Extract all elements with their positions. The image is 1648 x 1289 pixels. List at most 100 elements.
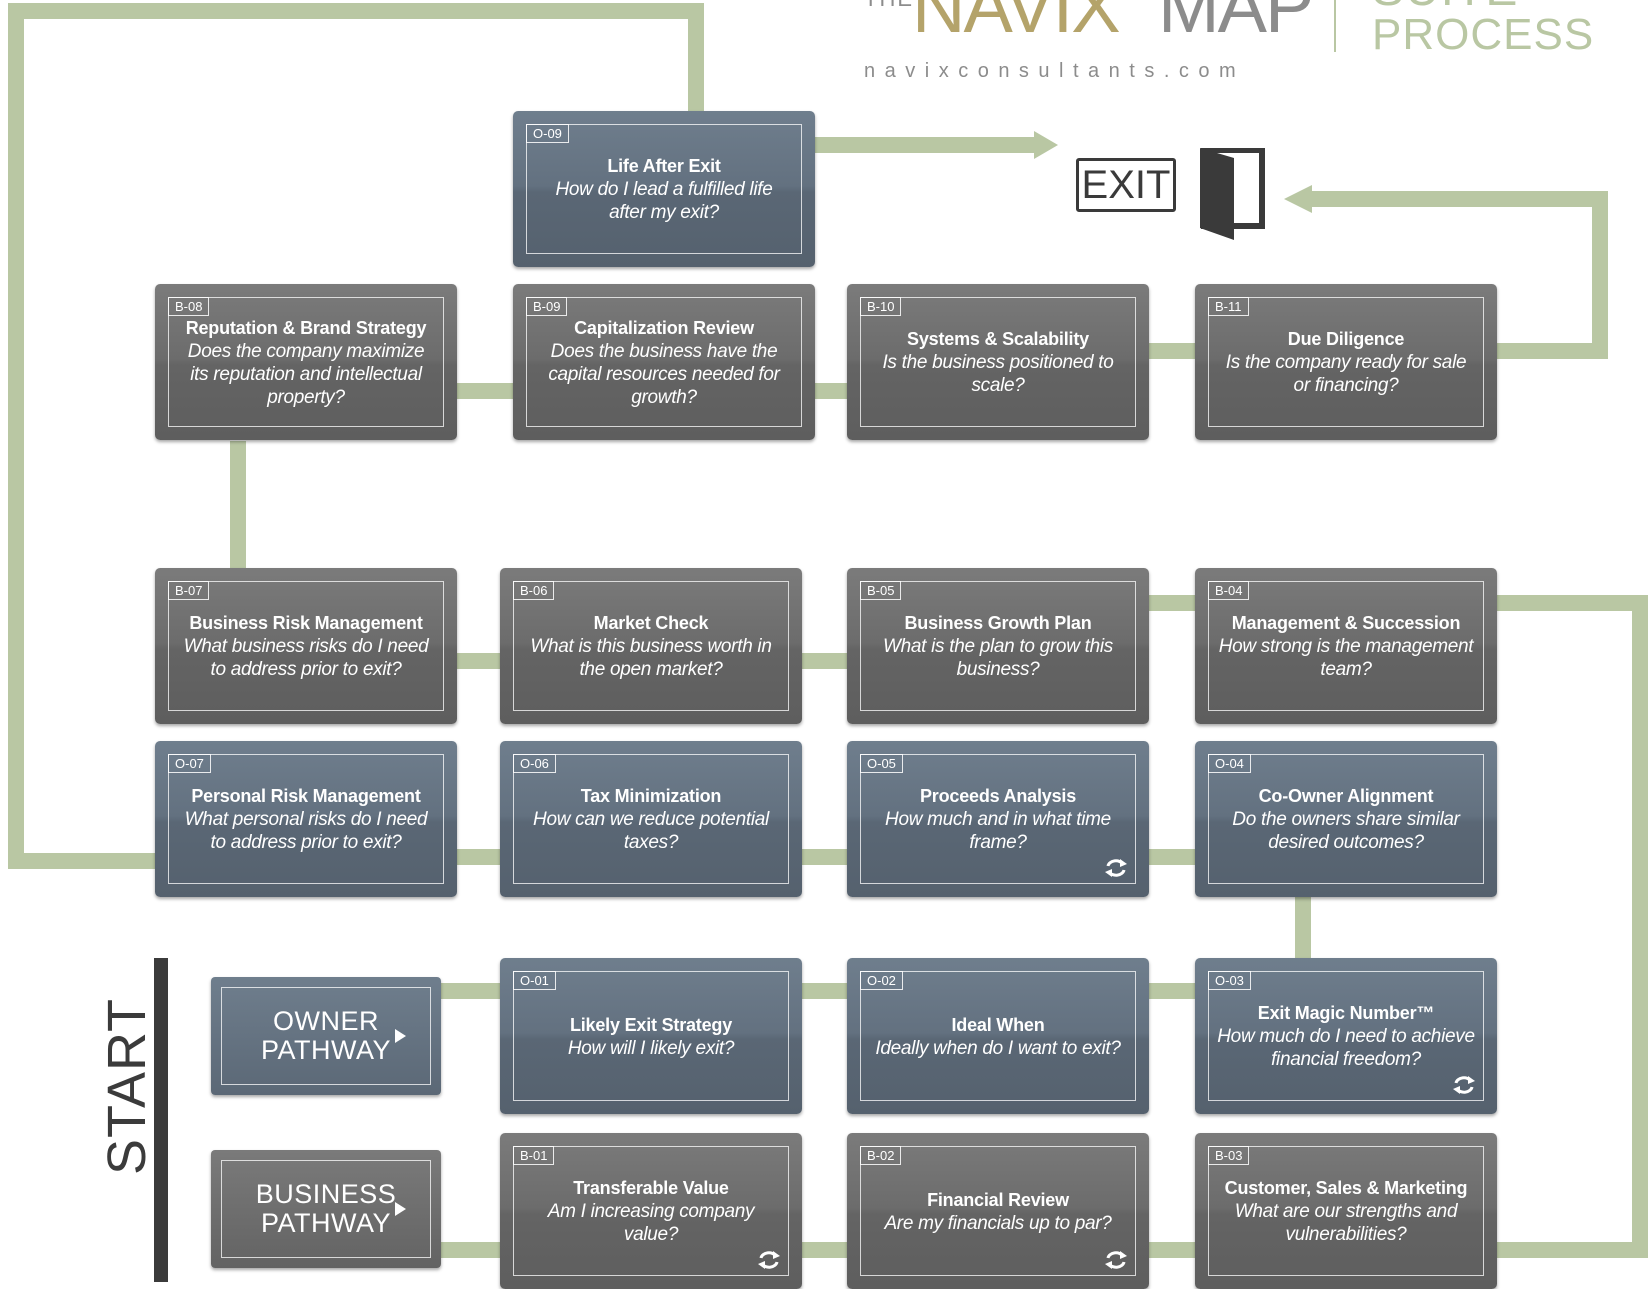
card-question: How much do I need to achieve financial … bbox=[1217, 1026, 1475, 1070]
card-b-11[interactable]: B-11 Due Diligence Is the company ready … bbox=[1195, 284, 1497, 440]
card-b-03[interactable]: B-03 Customer, Sales & Marketing What ar… bbox=[1195, 1133, 1497, 1289]
card-title: Ideal When bbox=[951, 1014, 1045, 1035]
card-question: Is the company ready for sale or financi… bbox=[1225, 352, 1467, 396]
card-b-10[interactable]: B-10 Systems & Scalability Is the busine… bbox=[847, 284, 1149, 440]
exit-label: EXIT bbox=[1076, 158, 1176, 212]
card-code: B-07 bbox=[168, 581, 210, 600]
card-b-05[interactable]: B-05 Business Growth Plan What is the pl… bbox=[847, 568, 1149, 724]
card-question: Are my financials up to par? bbox=[884, 1212, 1112, 1234]
card-question: Is the business positioned to scale? bbox=[882, 352, 1114, 396]
card-question: How can we reduce potential taxes? bbox=[533, 809, 769, 853]
card-title: Due Diligence bbox=[1287, 329, 1405, 349]
card-title: Life After Exit bbox=[607, 156, 721, 176]
card-frame: B-02 Financial Review Are my financials … bbox=[860, 1146, 1136, 1276]
card-title: Tax Minimization bbox=[580, 786, 722, 806]
card-question: What personal risks do I need to address… bbox=[184, 809, 428, 853]
card-code: B-10 bbox=[860, 297, 902, 316]
card-question: What is this business worth in the open … bbox=[530, 636, 772, 680]
card-frame: B-04 Management & Succession How strong … bbox=[1208, 581, 1484, 711]
card-frame: O-03 Exit Magic Number™ How much do I ne… bbox=[1208, 971, 1484, 1101]
card-o-09[interactable]: O-09 Life After Exit How do I lead a ful… bbox=[513, 111, 815, 267]
card-title: Transferable Value bbox=[573, 1178, 729, 1198]
play-arrow-icon bbox=[395, 1029, 406, 1043]
card-b-08[interactable]: B-08 Reputation & Brand Strategy Does th… bbox=[155, 284, 457, 440]
connector bbox=[1497, 595, 1648, 1258]
card-code: B-03 bbox=[1208, 1146, 1250, 1165]
card-question: How do I lead a fulfilled life after my … bbox=[555, 179, 773, 223]
business-pathway-label: BUSINESS PATHWAY bbox=[255, 1179, 397, 1238]
card-frame: O-05 Proceeds Analysis How much and in w… bbox=[860, 754, 1136, 884]
card-b-07[interactable]: B-07 Business Risk Management What busin… bbox=[155, 568, 457, 724]
card-b-01[interactable]: B-01 Transferable Value Am I increasing … bbox=[500, 1133, 802, 1289]
card-question: Am I increasing company value? bbox=[547, 1201, 755, 1245]
website-link[interactable]: navixconsultants.com bbox=[864, 60, 1246, 82]
card-code: B-01 bbox=[513, 1146, 555, 1165]
card-title: Capitalization Review bbox=[574, 317, 754, 338]
card-o-06[interactable]: O-06 Tax Minimization How can we reduce … bbox=[500, 741, 802, 897]
card-frame: O-09 Life After Exit How do I lead a ful… bbox=[526, 124, 802, 254]
logo-navix: NAVIX bbox=[912, 0, 1121, 48]
connector bbox=[1312, 191, 1608, 359]
owner-pathway-label: OWNER PATHWAY bbox=[261, 1006, 391, 1065]
repeat-cycle-icon bbox=[1105, 1251, 1127, 1269]
card-o-04[interactable]: O-04 Co-Owner Alignment Do the owners sh… bbox=[1195, 741, 1497, 897]
connector bbox=[8, 3, 704, 869]
card-title: Exit Magic Number™ bbox=[1257, 1003, 1435, 1023]
card-question: How strong is the management team? bbox=[1218, 636, 1474, 680]
card-question: How much and in what time frame? bbox=[885, 809, 1111, 853]
card-code: O-07 bbox=[168, 754, 211, 773]
card-frame: B-03 Customer, Sales & Marketing What ar… bbox=[1208, 1146, 1484, 1276]
card-frame: O-07 Personal Risk Management What perso… bbox=[168, 754, 444, 884]
card-frame: O-01 Likely Exit Strategy How will I lik… bbox=[513, 971, 789, 1101]
card-b-06[interactable]: B-06 Market Check What is this business … bbox=[500, 568, 802, 724]
card-question: What business risks do I need to address… bbox=[183, 636, 429, 680]
owner-pathway-button[interactable]: OWNER PATHWAY bbox=[211, 977, 441, 1095]
card-question: Does the company maximize its reputation… bbox=[187, 340, 425, 408]
card-title: Business Risk Management bbox=[189, 613, 423, 633]
card-b-02[interactable]: B-02 Financial Review Are my financials … bbox=[847, 1133, 1149, 1289]
logo-map: MAP bbox=[1158, 0, 1314, 48]
logo-process: PROCESS bbox=[1372, 10, 1595, 59]
card-title: Proceeds Analysis bbox=[919, 786, 1077, 806]
card-o-07[interactable]: O-07 Personal Risk Management What perso… bbox=[155, 741, 457, 897]
business-pathway-button[interactable]: BUSINESS PATHWAY bbox=[211, 1150, 441, 1268]
card-code: O-09 bbox=[526, 124, 569, 143]
card-code: O-02 bbox=[860, 971, 903, 990]
card-o-02[interactable]: O-02 Ideal When Ideally when do I want t… bbox=[847, 958, 1149, 1114]
business-pathway-frame: BUSINESS PATHWAY bbox=[221, 1160, 431, 1258]
card-o-01[interactable]: O-01 Likely Exit Strategy How will I lik… bbox=[500, 958, 802, 1114]
card-title: Business Growth Plan bbox=[904, 613, 1092, 633]
card-o-05[interactable]: O-05 Proceeds Analysis How much and in w… bbox=[847, 741, 1149, 897]
card-b-09[interactable]: B-09 Capitalization Review Does the busi… bbox=[513, 284, 815, 440]
card-title: Likely Exit Strategy bbox=[569, 1014, 733, 1035]
card-b-04[interactable]: B-04 Management & Succession How strong … bbox=[1195, 568, 1497, 724]
card-frame: B-09 Capitalization Review Does the busi… bbox=[526, 297, 802, 427]
card-code: O-04 bbox=[1208, 754, 1251, 773]
card-code: O-01 bbox=[513, 971, 556, 990]
logo-suite: SUITE bbox=[1372, 0, 1518, 17]
play-arrow-icon bbox=[395, 1202, 406, 1216]
card-frame: B-05 Business Growth Plan What is the pl… bbox=[860, 581, 1136, 711]
card-frame: O-06 Tax Minimization How can we reduce … bbox=[513, 754, 789, 884]
owner-pathway-frame: OWNER PATHWAY bbox=[221, 987, 431, 1085]
card-title: Customer, Sales & Marketing bbox=[1224, 1178, 1468, 1198]
card-frame: B-07 Business Risk Management What busin… bbox=[168, 581, 444, 711]
card-frame: B-01 Transferable Value Am I increasing … bbox=[513, 1146, 789, 1276]
card-code: B-08 bbox=[168, 297, 210, 316]
card-title: Management & Succession bbox=[1231, 613, 1461, 633]
card-o-03[interactable]: O-03 Exit Magic Number™ How much do I ne… bbox=[1195, 958, 1497, 1114]
arrowhead bbox=[1034, 131, 1058, 159]
card-code: B-04 bbox=[1208, 581, 1250, 600]
card-title: Reputation & Brand Strategy bbox=[185, 317, 427, 338]
logo-divider bbox=[1334, 0, 1336, 52]
card-question: Do the owners share similar desired outc… bbox=[1232, 809, 1460, 853]
card-question: What is the plan to grow this business? bbox=[883, 636, 1113, 680]
card-code: B-09 bbox=[526, 297, 568, 316]
arrowhead bbox=[1284, 185, 1312, 213]
card-title: Co-Owner Alignment bbox=[1258, 786, 1434, 806]
card-frame: O-02 Ideal When Ideally when do I want t… bbox=[860, 971, 1136, 1101]
card-code: B-11 bbox=[1208, 297, 1249, 316]
card-title: Systems & Scalability bbox=[907, 329, 1089, 349]
card-code: O-03 bbox=[1208, 971, 1251, 990]
